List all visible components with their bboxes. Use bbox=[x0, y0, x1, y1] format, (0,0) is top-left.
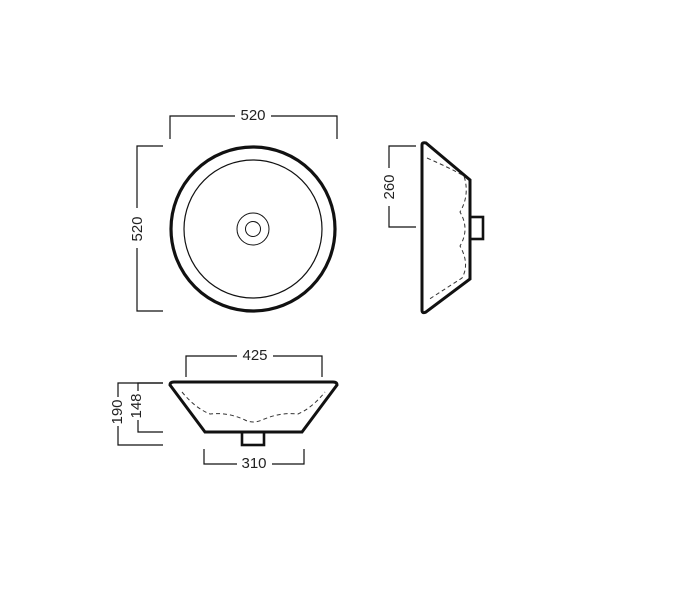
front-profile-outline bbox=[168, 380, 339, 434]
top-width-label: 520 bbox=[240, 107, 265, 124]
side-profile-outline bbox=[420, 141, 472, 315]
side-height-dimension-line-bottom bbox=[388, 206, 416, 228]
top-width-dimension-line bbox=[169, 115, 235, 139]
front-top-width-dimension-line bbox=[185, 355, 237, 377]
front-top-width-dimension-line-right bbox=[273, 355, 323, 377]
front-bottom-width-label: 310 bbox=[241, 455, 266, 472]
drain-inner bbox=[245, 221, 261, 237]
front-bowl-height-dimension-line bbox=[137, 382, 163, 391]
side-inner-bowl-hidden bbox=[426, 157, 467, 301]
front-total-height-dimension-line-bottom bbox=[117, 426, 163, 446]
front-inner-bowl-hidden bbox=[181, 391, 326, 423]
top-height-dimension-line bbox=[136, 145, 163, 208]
front-total-height-label: 190 bbox=[109, 399, 126, 424]
front-drain-outlet bbox=[240, 430, 266, 447]
front-top-width-label: 425 bbox=[242, 347, 267, 364]
front-view: 425 310 190 148 bbox=[109, 347, 339, 472]
front-bottom-width-dimension-line-right bbox=[272, 449, 305, 465]
top-height-label: 520 bbox=[129, 216, 146, 241]
side-height-dimension-line bbox=[388, 145, 416, 168]
side-height-label: 260 bbox=[381, 174, 398, 199]
drain-outer bbox=[236, 212, 270, 246]
top-width-dimension-line-right bbox=[271, 115, 338, 139]
front-bowl-height-label: 148 bbox=[128, 393, 145, 418]
basin-inner-bowl bbox=[183, 159, 323, 299]
front-bottom-width-dimension-line bbox=[203, 449, 237, 465]
basin-outer-rim bbox=[169, 145, 337, 313]
top-view: 520 520 bbox=[129, 107, 338, 313]
front-bowl-height-dimension-line-bottom bbox=[137, 420, 163, 433]
top-height-dimension-line-bottom bbox=[136, 248, 163, 312]
side-view: 260 bbox=[381, 141, 485, 315]
side-drain-outlet bbox=[468, 215, 485, 241]
